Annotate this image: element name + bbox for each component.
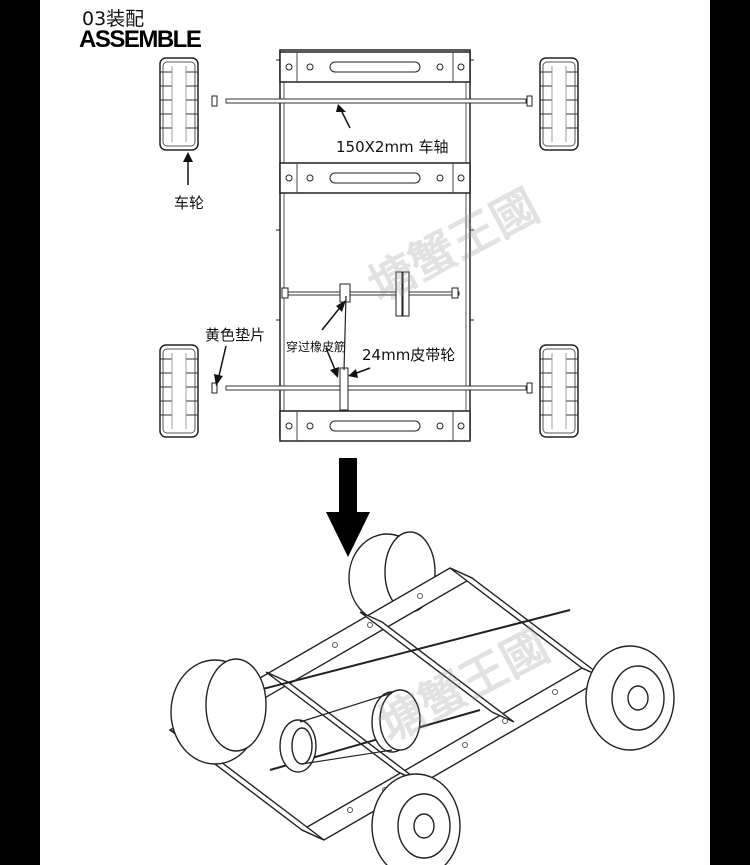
axle-front <box>211 95 533 107</box>
instruction-sheet: 03装配 ASSEMBLE <box>40 0 710 865</box>
down-arrow <box>326 458 370 557</box>
axle-middle <box>281 271 460 317</box>
wheel-rear-left <box>159 344 199 438</box>
axle-rear <box>211 382 533 394</box>
frame-top-view <box>276 49 474 442</box>
assembled-car <box>168 531 675 865</box>
assembly-diagram <box>159 49 675 865</box>
pulley-24mm <box>339 295 349 411</box>
pulley-label: 24mm皮带轮 <box>362 346 456 364</box>
wheel-rear-right <box>539 344 579 438</box>
callout-arrows <box>183 104 371 386</box>
rubber-band-label: 穿过橡皮筋 <box>286 340 347 354</box>
washer-label: 黄色垫片 <box>205 326 266 344</box>
axle-label: 150X2mm 车轴 <box>336 138 449 156</box>
step-subtitle: ASSEMBLE <box>79 26 202 53</box>
step-title: 03装配 <box>82 8 145 30</box>
wheel-label: 车轮 <box>174 194 205 212</box>
wheel-front-left <box>159 57 199 151</box>
wheel-front-right <box>539 57 579 151</box>
